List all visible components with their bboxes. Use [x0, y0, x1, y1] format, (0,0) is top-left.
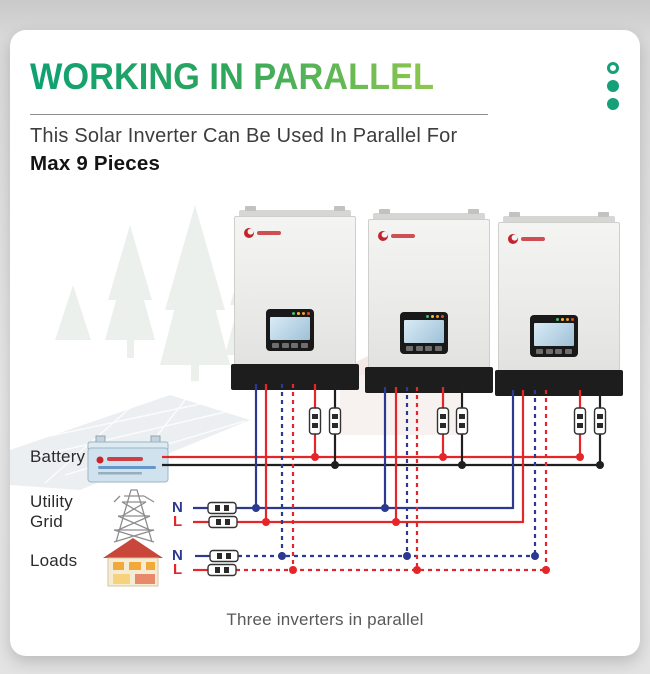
solar-panels-icon	[10, 395, 250, 490]
utility-label-line2: Grid	[30, 512, 63, 531]
subtitle-line1: This Solar Inverter Can Be Used In Paral…	[30, 125, 458, 147]
mounting-bracket	[373, 209, 485, 219]
inverter-2	[365, 209, 493, 393]
utility-tower-icon	[113, 489, 155, 543]
dots-ornament	[607, 62, 621, 116]
junction-dots	[252, 453, 604, 574]
subtitle: This Solar Inverter Can Be Used In Paral…	[30, 123, 457, 177]
battery-label: Battery	[30, 447, 86, 466]
inverter-body	[498, 222, 620, 370]
lcd-screen	[534, 323, 574, 346]
inverter-drop-wires	[254, 384, 602, 570]
brand-logo-icon	[378, 231, 415, 241]
brand-logo-icon	[244, 228, 281, 238]
lcd-display	[266, 309, 314, 351]
lcd-display	[530, 315, 578, 357]
loads-label: Loads	[30, 551, 78, 570]
parallel-wiring-diagram: Battery Utility Grid Loads N L N L	[10, 190, 640, 605]
terminal-cover	[495, 370, 623, 396]
inverter-1	[231, 206, 359, 390]
solid-dot-icon	[607, 80, 619, 92]
mounting-bracket	[239, 206, 351, 216]
brand-logo-icon	[508, 234, 545, 244]
mounting-bracket	[503, 212, 615, 222]
utility-label-line1: Utility	[30, 492, 73, 511]
status-leds-icon	[404, 315, 444, 318]
title-underline	[30, 114, 488, 115]
lcd-display	[400, 312, 448, 354]
battery-breaker-icons	[308, 407, 607, 435]
battery-icon	[87, 435, 169, 483]
loads-neutral-label: N	[172, 547, 183, 564]
inverter-body	[234, 216, 356, 364]
line-breaker-icons	[207, 501, 239, 577]
utility-grid-label: Utility Grid	[30, 492, 73, 532]
display-buttons	[534, 349, 574, 354]
content-card: WORKING IN PARALLEL This Solar Inverter …	[10, 30, 640, 656]
display-buttons	[270, 343, 310, 348]
diagram-caption: Three inverters in parallel	[226, 610, 424, 629]
page-title-text: WORKING IN PARALLEL	[30, 56, 434, 97]
display-buttons	[404, 346, 444, 351]
lcd-screen	[270, 317, 310, 340]
subtitle-line2: Max 9 Pieces	[30, 152, 161, 175]
terminal-cover	[365, 367, 493, 393]
page-title: WORKING IN PARALLEL	[30, 56, 434, 97]
lcd-screen	[404, 320, 444, 343]
solid-dot-icon	[607, 98, 619, 110]
inverter-body	[368, 219, 490, 367]
status-leds-icon	[270, 312, 310, 315]
grid-live-label: L	[173, 513, 183, 530]
loads-live-label: L	[173, 561, 183, 578]
hollow-dot-icon	[607, 62, 619, 74]
inverter-3	[495, 212, 623, 396]
loads-house-icon	[103, 538, 163, 587]
grid-neutral-label: N	[172, 499, 183, 516]
terminal-cover	[231, 364, 359, 390]
status-leds-icon	[534, 318, 574, 321]
